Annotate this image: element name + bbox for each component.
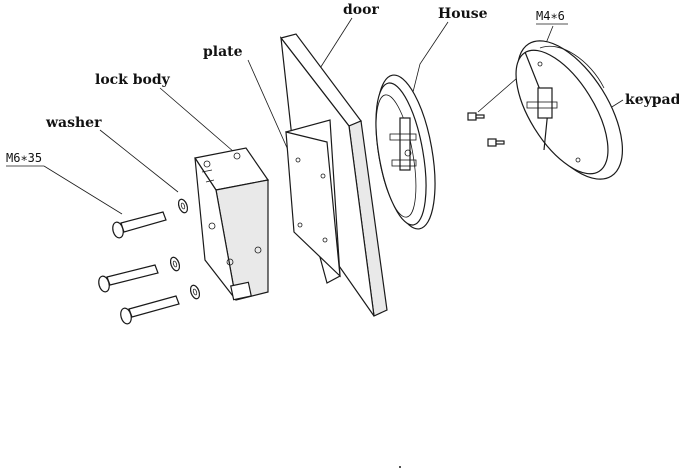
lock-body-hole [208, 222, 216, 230]
washer [189, 284, 201, 300]
keypad-rib [526, 101, 558, 109]
washer [169, 256, 181, 272]
m4x6-screw [487, 138, 505, 147]
m4x6-screw [467, 112, 485, 121]
label-house: House [438, 6, 488, 22]
lock-body-hole [203, 160, 211, 168]
plate-hole [297, 222, 303, 228]
house [375, 74, 436, 230]
lock-body-hole [233, 152, 241, 160]
label-washer: washer [45, 115, 102, 131]
lock-body-hole [226, 258, 234, 266]
lock-body-foot [230, 281, 252, 301]
m6x35-bolt [120, 295, 180, 325]
m6x35-bolt [112, 211, 167, 239]
label-plate: plate [203, 44, 243, 60]
keypad-hole [575, 157, 581, 163]
label-m6x35: M6∗35 [6, 151, 42, 165]
plate-hole [322, 237, 328, 243]
plate-hole [320, 173, 326, 179]
plate-hole [295, 157, 301, 163]
keypad-hole [537, 61, 543, 67]
house-hub [404, 149, 412, 157]
keypad [515, 40, 624, 180]
keypad-boss [537, 87, 553, 119]
label-door: door [343, 2, 379, 18]
label-keypad: keypad [625, 92, 679, 108]
house-slot [399, 117, 411, 171]
house-rib [389, 133, 417, 141]
label-lock-body: lock body [95, 72, 171, 88]
m6x35-bolt [98, 264, 159, 293]
plate [285, 119, 341, 284]
lock-body [194, 147, 270, 301]
washer [177, 198, 189, 214]
stray-dot [399, 466, 401, 468]
lock-body-hole [254, 246, 262, 254]
house-rib [391, 159, 417, 167]
label-m4x6: M4∗6 [536, 9, 565, 23]
